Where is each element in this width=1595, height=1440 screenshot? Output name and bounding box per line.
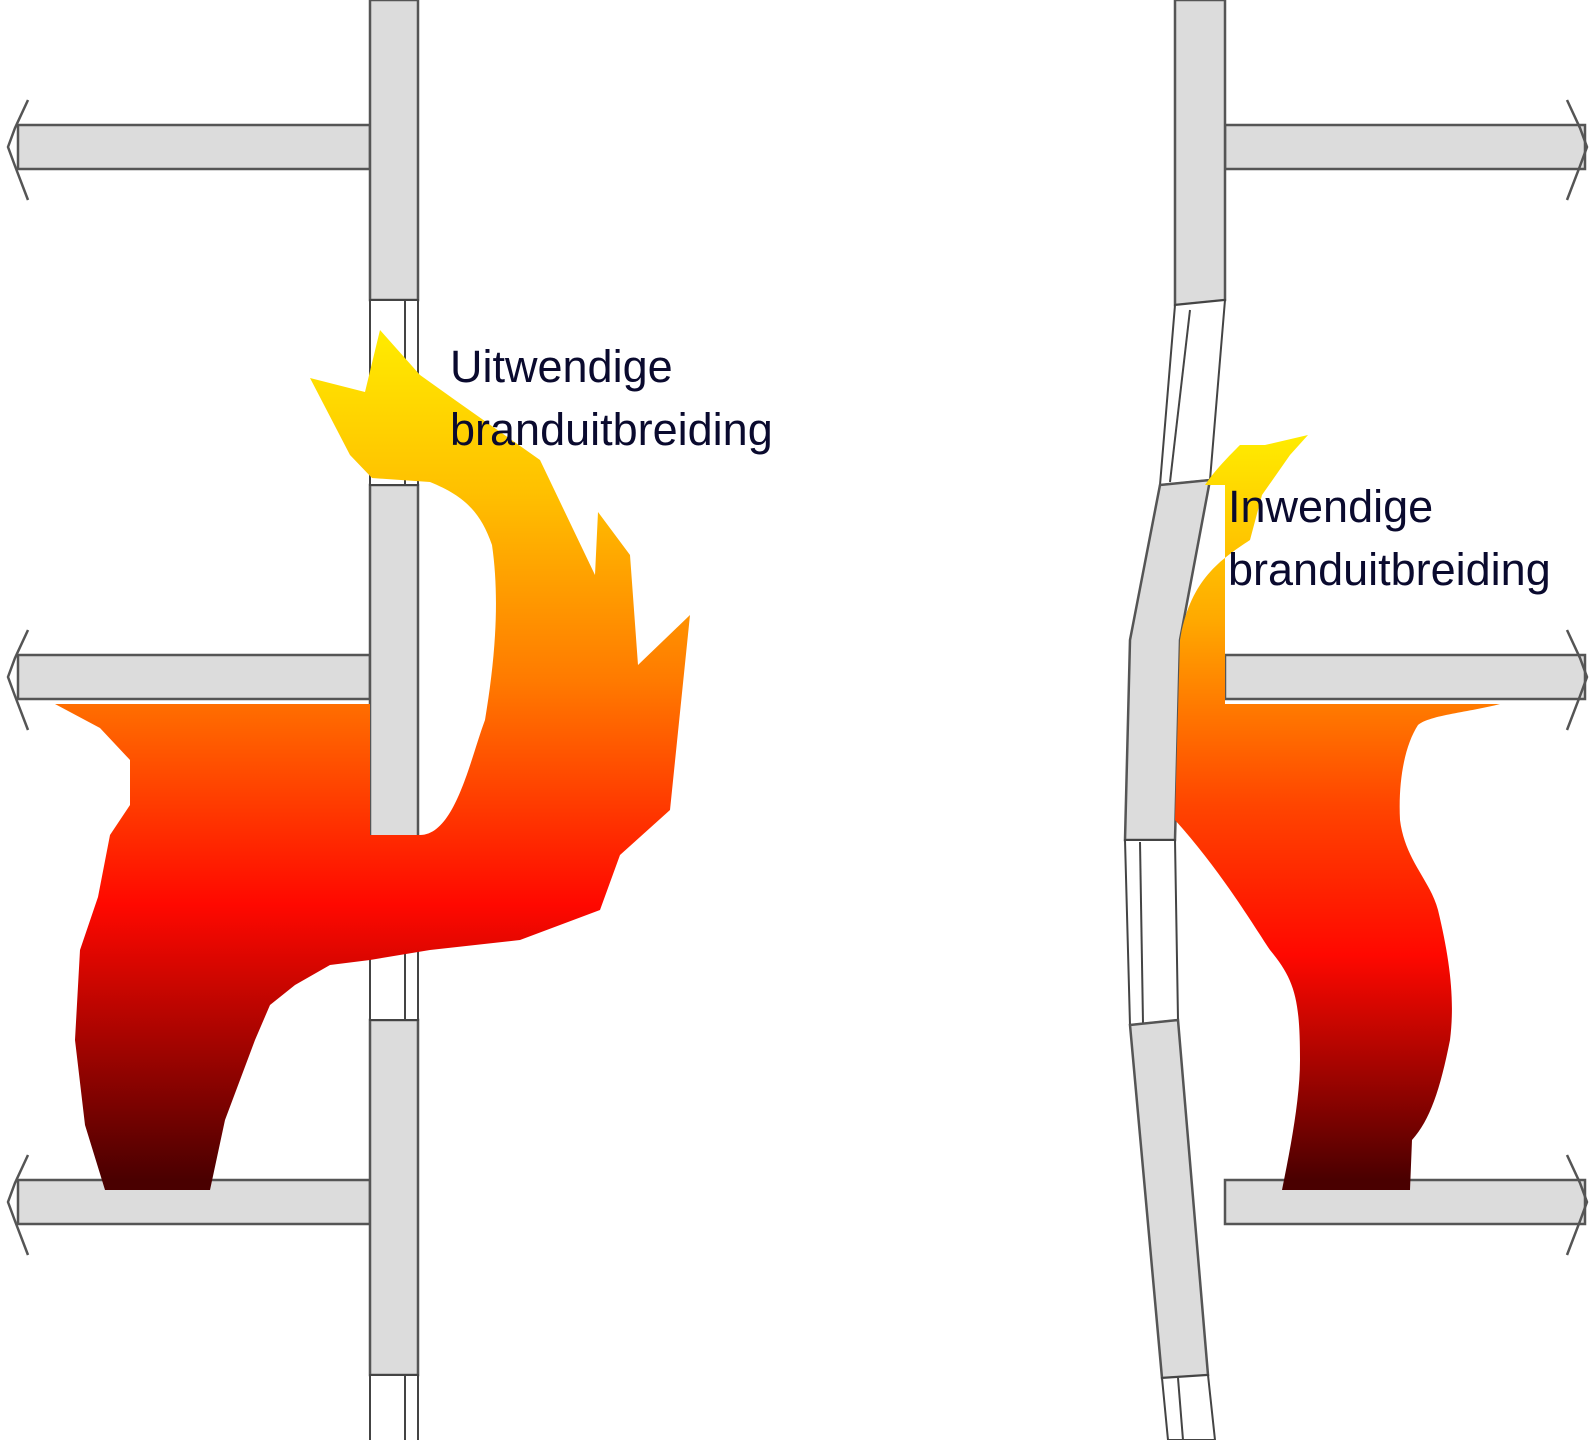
right-break-mark-bottom (1565, 1154, 1589, 1256)
right-window-bottom (1160, 1373, 1217, 1440)
right-panel-internal-spread: Inwendige branduitbreiding (1123, 0, 1589, 1440)
right-facade-panel-3 (1128, 1018, 1210, 1380)
left-label-line-2: branduitbreiding (450, 404, 773, 455)
right-floor-slab-top (1223, 123, 1587, 171)
left-facade-panel-1 (368, 0, 420, 302)
right-label-line-2: branduitbreiding (1228, 544, 1551, 595)
left-label-line-1: Uitwendige (450, 341, 673, 392)
left-label: Uitwendige branduitbreiding (450, 341, 773, 455)
left-break-mark-bottom (6, 1154, 30, 1256)
left-facade-wall (368, 0, 420, 1440)
right-break-mark-top (1565, 99, 1589, 201)
right-facade-wall (1123, 0, 1227, 1440)
right-window-upper (1158, 298, 1227, 487)
left-floor-slab-middle (16, 653, 372, 701)
left-panel-external-spread: Uitwendige branduitbreiding (6, 0, 773, 1440)
right-floor-slab-middle (1223, 653, 1587, 701)
left-facade-panel-3 (368, 1018, 420, 1377)
left-floor-slab-top (16, 123, 372, 171)
right-floor-slabs (1223, 99, 1589, 1256)
right-window-lower (1123, 839, 1180, 1027)
right-label-line-1: Inwendige (1228, 481, 1433, 532)
right-facade-panel-1 (1173, 0, 1227, 307)
right-flame-internal (1175, 435, 1500, 1190)
left-break-mark-middle (6, 629, 30, 731)
right-label: Inwendige branduitbreiding (1228, 481, 1551, 595)
right-break-mark-middle (1565, 629, 1589, 731)
left-flame-external (55, 330, 690, 1190)
left-break-mark-top (6, 99, 30, 201)
left-window-bottom (369, 1374, 419, 1440)
